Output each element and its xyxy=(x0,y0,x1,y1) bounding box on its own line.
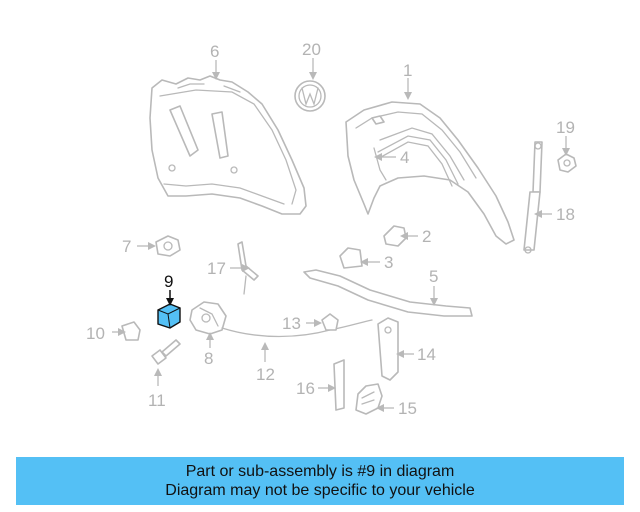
callout-19: 19 xyxy=(556,118,575,137)
emblem-20 xyxy=(294,80,326,112)
latch-bracket-15 xyxy=(355,383,383,415)
release-cable-12 xyxy=(221,319,373,338)
callout-1: 1 xyxy=(403,61,412,80)
callout-18: 18 xyxy=(556,205,575,224)
callout-2: 2 xyxy=(422,227,431,246)
callout-17: 17 xyxy=(207,259,226,278)
leader-lines xyxy=(112,58,570,412)
parts-diagram: 6 20 1 4 19 18 7 2 3 5 17 9 10 8 13 14 1… xyxy=(86,40,577,418)
hood-outer-panel-1 xyxy=(345,101,515,245)
bolt-11 xyxy=(151,339,181,365)
bracket-10 xyxy=(121,321,141,341)
callout-6: 6 xyxy=(210,42,219,61)
callout-11: 11 xyxy=(148,391,166,410)
callout-16: 16 xyxy=(296,379,315,398)
callout-4: 4 xyxy=(400,148,409,167)
banner-line-part-info: Part or sub-assembly is #9 in diagram xyxy=(185,463,455,480)
striker-plate-16 xyxy=(333,359,345,411)
lock-carrier-14 xyxy=(377,317,399,381)
callout-8: 8 xyxy=(204,349,213,368)
callout-10: 10 xyxy=(86,324,105,343)
hood-latch-8 xyxy=(189,301,227,335)
release-handle-9 xyxy=(157,303,181,329)
callout-12: 12 xyxy=(256,365,275,384)
hinge-cover-3 xyxy=(339,247,363,269)
clip-19 xyxy=(557,153,577,173)
callout-14: 14 xyxy=(417,345,436,364)
callout-13: 13 xyxy=(282,314,301,333)
grommet-13 xyxy=(321,313,339,331)
callout-7: 7 xyxy=(122,237,131,256)
callout-5: 5 xyxy=(429,267,438,286)
diagram-info-banner: Part or sub-assembly is #9 in diagram Di… xyxy=(16,457,624,505)
buffer-7 xyxy=(155,235,181,257)
callout-3: 3 xyxy=(384,253,393,272)
callout-9: 9 xyxy=(164,272,173,291)
banner-line-disclaimer: Diagram may not be specific to your vehi… xyxy=(165,482,475,499)
callout-20: 20 xyxy=(302,40,321,59)
hood-strut-18 xyxy=(523,141,543,254)
hood-inner-panel-6 xyxy=(149,75,307,215)
callout-15: 15 xyxy=(398,399,417,418)
hood-seal-4 xyxy=(377,135,459,187)
support-bar-5 xyxy=(303,269,473,317)
